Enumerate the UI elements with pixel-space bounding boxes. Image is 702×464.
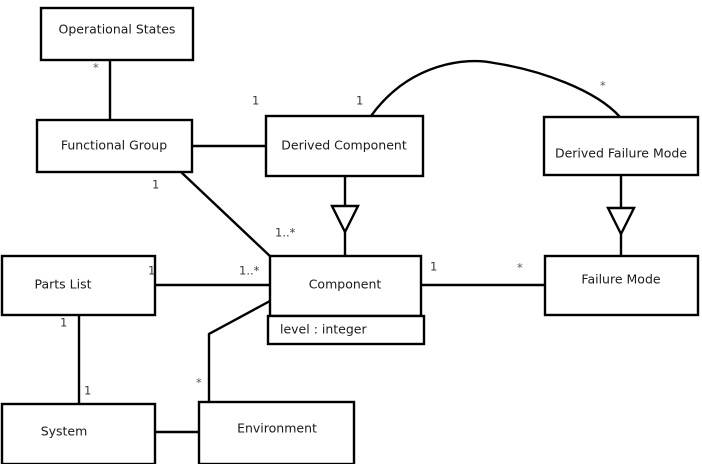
class-name-label: Parts List: [34, 277, 91, 292]
generalization-triangle-icon: [330, 204, 360, 235]
association-derived-component-derived-failure-mode[interactable]: [370, 59, 621, 118]
multiplicity-label-mult-dc-arc: 1: [356, 94, 363, 108]
class-name-label: Environment: [237, 421, 317, 436]
class-rect: [542, 115, 700, 177]
class-box-functional-group[interactable]: Functional Group: [35, 118, 194, 174]
class-box-system[interactable]: System: [0, 402, 157, 464]
class-rect: [0, 254, 157, 317]
class-rect: [543, 254, 700, 317]
class-rect: [268, 254, 423, 318]
class-rect: [197, 400, 356, 464]
class-name-label: Component: [309, 277, 382, 292]
class-rect: [0, 402, 157, 464]
class-rect: [39, 6, 195, 62]
multiplicity-label-mult-os-fg: *: [93, 61, 99, 75]
multiplicity-label-mult-fg-dc: 1: [252, 94, 259, 108]
class-rect: [35, 118, 194, 174]
association-layer: [77, 59, 621, 434]
generalization-triangle-icon: [606, 206, 636, 237]
multiplicity-label-mult-pl-comp-near: 1: [148, 264, 155, 278]
generalization-derived-component-to-component[interactable]: [330, 176, 360, 256]
class-name-label: Derived Component: [281, 138, 407, 153]
class-rect: [264, 114, 425, 178]
class-name-label: System: [41, 424, 88, 439]
multiplicity-label-mult-comp-fm-near: 1: [430, 260, 437, 274]
multiplicity-label-mult-pl-comp-far: 1..*: [239, 264, 260, 278]
class-name-label: Failure Mode: [581, 272, 660, 287]
association-component-environment[interactable]: [207, 299, 271, 402]
multiplicity-label-mult-dfm-arc: *: [600, 79, 606, 93]
class-box-failure-mode[interactable]: Failure Mode: [543, 254, 700, 317]
generalization-derived-failure-mode-to-failure-mode[interactable]: [606, 175, 636, 256]
multiplicity-label-mult-pl-sys-top: 1: [60, 316, 67, 330]
class-box-component[interactable]: Component level : integer: [266, 254, 426, 346]
multiplicity-label-mult-fg-comp-near: 1: [152, 178, 159, 192]
class-attribute-label: level : integer: [280, 322, 367, 337]
generalization-layer: [330, 175, 636, 256]
multiplicity-label-mult-fg-comp-far: 1..*: [275, 226, 296, 240]
class-name-label: Operational States: [59, 22, 176, 37]
class-box-operational-states[interactable]: Operational States: [39, 6, 195, 62]
multiplicity-layer: * 1 1 1..* 1 * 1 1..* 1 1 1 * *: [60, 61, 606, 398]
class-name-label: Derived Failure Mode: [555, 146, 687, 161]
class-box-parts-list[interactable]: Parts List: [0, 254, 157, 317]
multiplicity-label-mult-pl-sys-bottom: 1: [84, 384, 91, 398]
class-box-environment[interactable]: Environment: [197, 400, 356, 464]
multiplicity-label-mult-comp-env: *: [196, 376, 202, 390]
association-functional-group-component[interactable]: [180, 171, 273, 259]
class-attribute-compartment: [266, 314, 426, 346]
class-name-label: Functional Group: [61, 138, 167, 153]
multiplicity-label-mult-comp-fm-far: *: [517, 261, 523, 275]
class-box-derived-component[interactable]: Derived Component: [264, 114, 425, 178]
class-box-derived-failure-mode[interactable]: Derived Failure Mode: [542, 115, 700, 177]
